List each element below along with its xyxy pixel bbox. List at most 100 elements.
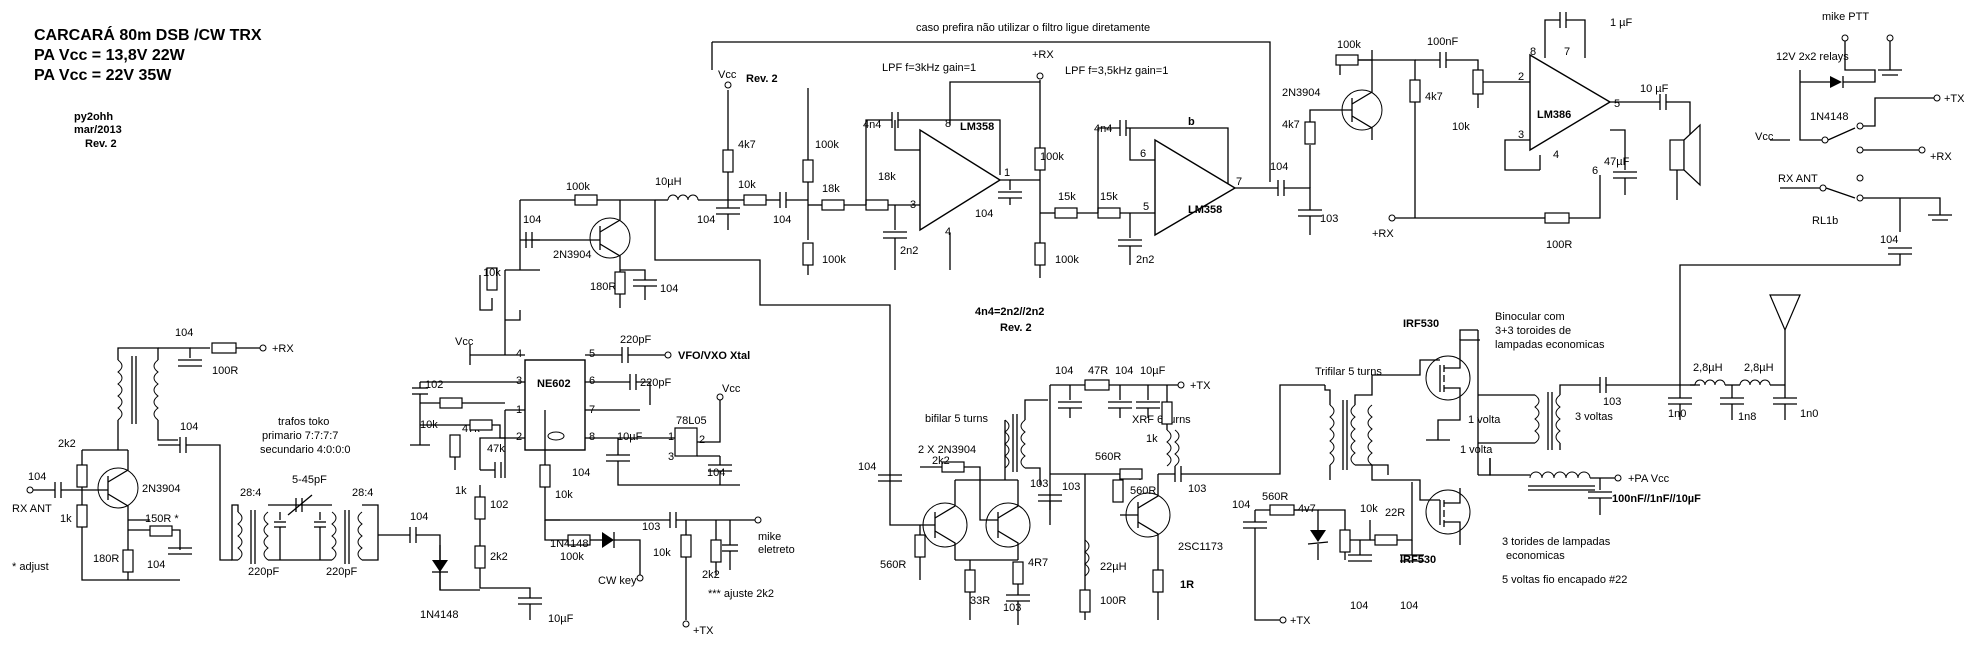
svg-text:mike: mike <box>758 531 781 543</box>
adjust-note: * adjust <box>12 561 49 573</box>
svg-text:b: b <box>1188 116 1195 128</box>
ajuste-note: *** ajuste 2k2 <box>708 588 774 600</box>
svg-text:LM358: LM358 <box>1188 204 1222 216</box>
svg-text:10k: 10k <box>1452 121 1470 133</box>
svg-text:15k: 15k <box>1058 191 1076 203</box>
svg-text:12V 2x2 relays: 12V 2x2 relays <box>1776 51 1849 63</box>
svg-text:103: 103 <box>1062 481 1080 493</box>
revision: Rev. 2 <box>85 138 117 150</box>
antenna-icon <box>1769 294 1801 332</box>
svg-text:22µH: 22µH <box>1100 561 1127 573</box>
svg-text:10µF: 10µF <box>548 613 574 625</box>
svg-text:+RX: +RX <box>1032 49 1054 61</box>
svg-text:104: 104 <box>180 421 198 433</box>
svg-text:104: 104 <box>410 511 428 523</box>
svg-text:10µF: 10µF <box>1140 365 1166 377</box>
svg-text:10k: 10k <box>555 489 573 501</box>
svg-text:22R: 22R <box>1385 507 1405 519</box>
svg-text:2k2: 2k2 <box>702 569 720 581</box>
toko-bandpass-filter: trafos toko primario 7:7:7:7 secundario … <box>231 416 480 591</box>
svg-text:1n0: 1n0 <box>1668 408 1686 420</box>
svg-text:103: 103 <box>1188 483 1206 495</box>
svg-text:103: 103 <box>1030 478 1048 490</box>
svg-text:+TX: +TX <box>1190 380 1211 392</box>
svg-text:4v7: 4v7 <box>1298 503 1316 515</box>
svg-text:100R: 100R <box>1100 595 1126 607</box>
cap-note-rev: Rev. 2 <box>1000 322 1032 334</box>
svg-text:100k: 100k <box>560 551 584 563</box>
svg-text:8: 8 <box>589 431 595 443</box>
cap-note: 4n4=2n2//2n2 <box>975 306 1044 318</box>
svg-text:100k: 100k <box>1055 254 1079 266</box>
q-preamp-transistor <box>589 217 631 259</box>
svg-text:10µH: 10µH <box>655 176 682 188</box>
svg-text:Binocular com: Binocular com <box>1495 311 1565 323</box>
lm386-chip <box>1529 53 1612 152</box>
svg-text:1N4148: 1N4148 <box>1810 111 1849 123</box>
svg-text:Vcc: Vcc <box>722 383 741 395</box>
lm358-a <box>919 128 1002 232</box>
svg-text:Vcc: Vcc <box>1755 131 1774 143</box>
svg-text:4n4: 4n4 <box>1094 123 1112 135</box>
svg-text:CW key: CW key <box>598 575 637 587</box>
svg-text:102: 102 <box>425 379 443 391</box>
svg-text:6: 6 <box>1592 165 1598 177</box>
svg-text:LPF f=3kHz gain=1: LPF f=3kHz gain=1 <box>882 62 976 74</box>
svg-text:primario 7:7:7:7: primario 7:7:7:7 <box>262 430 338 442</box>
svg-text:1k: 1k <box>455 485 467 497</box>
rev-top: Rev. 2 <box>746 73 778 85</box>
svg-text:7: 7 <box>1564 46 1570 58</box>
svg-text:18k: 18k <box>878 171 896 183</box>
svg-text:100R: 100R <box>212 365 238 377</box>
svg-text:2N3904: 2N3904 <box>553 249 592 261</box>
svg-text:1k: 1k <box>1146 433 1158 445</box>
svg-text:+TX: +TX <box>1290 615 1311 627</box>
svg-text:LM386: LM386 <box>1537 109 1571 121</box>
svg-text:104: 104 <box>975 208 993 220</box>
ne602-chip <box>524 359 586 451</box>
pa-vcc-22v: PA Vcc = 22V 35W <box>34 67 172 84</box>
svg-text:4R7: 4R7 <box>1028 557 1048 569</box>
lm358-b <box>1154 138 1237 237</box>
svg-text:100nF: 100nF <box>1427 36 1458 48</box>
svg-text:trafos toko: trafos toko <box>278 416 329 428</box>
svg-text:4: 4 <box>516 348 522 360</box>
date: mar/2013 <box>74 124 122 136</box>
svg-text:100k: 100k <box>1337 39 1361 51</box>
svg-text:28:4: 28:4 <box>352 487 373 499</box>
svg-text:+RX: +RX <box>1930 151 1952 163</box>
svg-text:2n2: 2n2 <box>1136 254 1154 266</box>
svg-text:2N3904: 2N3904 <box>1282 87 1321 99</box>
svg-text:18k: 18k <box>822 183 840 195</box>
rx-front-end: RX ANT 104 2k2 1k 2N3904 180R 150R * 104… <box>12 327 294 581</box>
svg-text:180R: 180R <box>93 553 119 565</box>
svg-text:3 voltas: 3 voltas <box>1575 411 1613 423</box>
svg-text:5 voltas fio encapado #22: 5 voltas fio encapado #22 <box>1502 574 1627 586</box>
svg-text:104: 104 <box>147 559 165 571</box>
svg-text:4k7: 4k7 <box>1425 91 1443 103</box>
svg-text:1n0: 1n0 <box>1800 408 1818 420</box>
svg-text:104: 104 <box>1115 365 1133 377</box>
mixer-section: NE602 4 3 1 2 5 6 7 8 102 10k 47k 47k Vc… <box>410 290 795 637</box>
svg-text:220pF: 220pF <box>640 377 671 389</box>
svg-text:2k2: 2k2 <box>58 438 76 450</box>
svg-text:+TX: +TX <box>693 625 714 637</box>
svg-text:+RX: +RX <box>272 343 294 355</box>
svg-text:2: 2 <box>516 431 522 443</box>
svg-text:mike PTT: mike PTT <box>1822 11 1869 23</box>
svg-text:5: 5 <box>1143 201 1149 213</box>
svg-text:IRF530: IRF530 <box>1403 318 1439 330</box>
svg-text:IRF530: IRF530 <box>1400 554 1436 566</box>
regulator-78l05 <box>674 427 698 457</box>
mosfet-bottom <box>1425 489 1471 535</box>
svg-text:RX ANT: RX ANT <box>1778 173 1818 185</box>
title: CARCARÁ 80m DSB /CW TRX <box>34 25 262 44</box>
svg-text:2k2: 2k2 <box>932 455 950 467</box>
svg-text:104: 104 <box>523 214 541 226</box>
svg-text:6: 6 <box>1140 148 1146 160</box>
svg-text:15k: 15k <box>1100 191 1118 203</box>
svg-text:bifilar 5 turns: bifilar 5 turns <box>925 413 988 425</box>
svg-text:Trifilar 5 turns: Trifilar 5 turns <box>1315 366 1382 378</box>
svg-text:3+3 toroides de: 3+3 toroides de <box>1495 325 1571 337</box>
